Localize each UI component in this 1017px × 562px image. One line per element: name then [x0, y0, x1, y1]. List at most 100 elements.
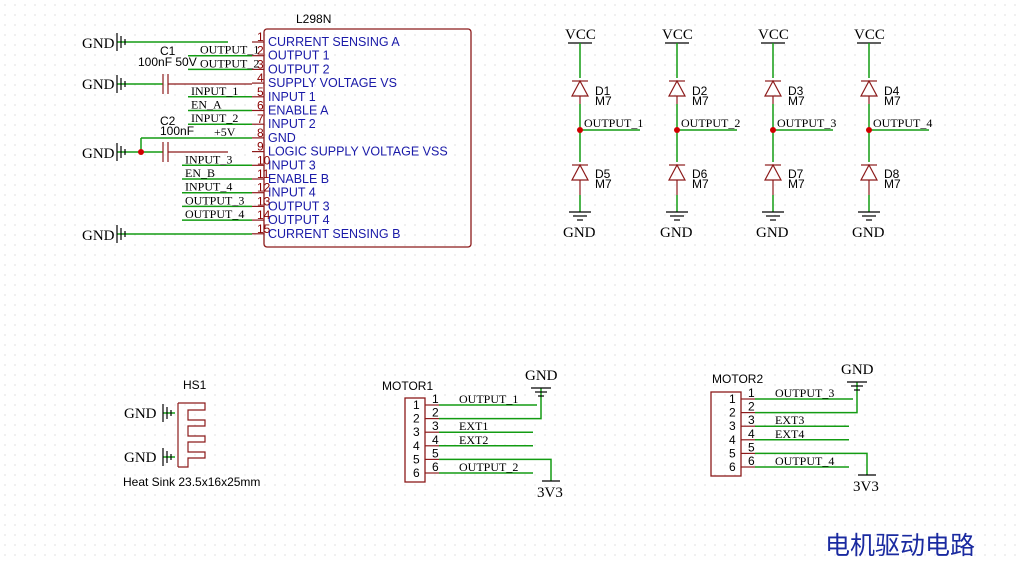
l298n-pin-number: 2 — [257, 44, 264, 58]
diode-symbol — [668, 163, 686, 181]
net-label: INPUT_2 — [191, 111, 238, 125]
c2-value: 100nF — [160, 124, 194, 138]
l298n-pin-name: OUTPUT 2 — [268, 62, 330, 76]
gnd-label: GND — [563, 225, 596, 241]
connector-pin-number: 2 — [748, 400, 755, 414]
diode-symbol — [764, 79, 782, 97]
l298n-pin-number: 1 — [257, 30, 264, 44]
connector-pin-label: 1 — [729, 392, 736, 406]
l298n-pin-number: 7 — [257, 112, 264, 126]
connector-pin-label: 5 — [413, 452, 420, 466]
net-label: EXT1 — [459, 419, 488, 433]
l298n-pin-name: INPUT 2 — [268, 117, 316, 131]
l298n-pin-name: OUTPUT 3 — [268, 199, 330, 213]
l298n-pin-name: SUPPLY VOLTAGE VS — [268, 76, 397, 90]
3v3-label: 3V3 — [537, 485, 563, 501]
l298n-pin-name: OUTPUT 4 — [268, 213, 330, 227]
junction-dot — [674, 127, 680, 133]
connector-pin-number: 3 — [748, 413, 755, 427]
l298n-pin-number: 12 — [257, 181, 271, 195]
junction-dot — [138, 149, 144, 155]
diode-model: M7 — [692, 177, 709, 191]
diode-ref: D6 — [692, 167, 708, 181]
l298n-pin-number: 15 — [257, 222, 271, 236]
diode-ref: D5 — [595, 167, 611, 181]
connector-pin-number: 5 — [748, 440, 755, 454]
connector-pin-label: 4 — [729, 433, 736, 447]
motor2-body — [710, 391, 742, 477]
gnd-label-pin15: GND — [82, 228, 115, 244]
gnd-label: GND — [841, 362, 874, 378]
l298n-pin-name: ENABLE A — [268, 104, 329, 118]
gnd-label: GND — [852, 225, 885, 241]
net-label: EXT2 — [459, 433, 488, 447]
connector-pin-label: 3 — [729, 419, 736, 433]
connector-pin-label: 1 — [413, 398, 420, 412]
connector-pin-number: 4 — [748, 427, 755, 441]
vcc-label: VCC — [758, 27, 789, 43]
l298n-pin-number: 6 — [257, 99, 264, 113]
connector-pin-label: 2 — [729, 406, 736, 420]
l298n-pin-number: 11 — [257, 167, 270, 181]
l298n-left-wiring: GND C1 100nF 50V GND C2 100nF GND GND — [82, 33, 252, 244]
net-label: OUTPUT_3 — [777, 116, 836, 130]
diode-ref: D4 — [884, 84, 900, 98]
hs1-designator: HS1 — [183, 378, 207, 392]
diode-model: M7 — [595, 94, 612, 108]
c1-value: 100nF 50V — [138, 55, 197, 69]
heatsink-hs1[interactable]: HS1 GND GND Heat Sink 23.5x16x25mm — [123, 378, 260, 489]
l298n-pin-name: OUTPUT 1 — [268, 49, 330, 63]
net-label: EXT4 — [775, 427, 804, 441]
connector-pin-number: 6 — [748, 454, 755, 468]
diode-symbol — [571, 163, 589, 181]
l298n-pin-name: INPUT 3 — [268, 158, 316, 172]
diode-symbol — [764, 163, 782, 181]
net-label-5v: +5V — [214, 125, 236, 139]
connector-pin-number: 6 — [432, 460, 439, 474]
connector-pin-label: 2 — [413, 412, 420, 426]
gnd-label-c1: GND — [82, 77, 115, 93]
net-label: OUTPUT_2 — [681, 116, 740, 130]
l298n-pin-name: INPUT 1 — [268, 90, 316, 104]
diode-symbol — [571, 79, 589, 97]
l298n-pin-number: 13 — [257, 194, 271, 208]
motor1-body — [404, 397, 426, 483]
gnd-label-pin1: GND — [82, 36, 115, 52]
net-label: OUTPUT_2 — [459, 460, 518, 474]
vcc-label: VCC — [662, 27, 693, 43]
diode-model: M7 — [692, 94, 709, 108]
connector-pin-label: 4 — [413, 439, 420, 453]
net-label: OUTPUT_4 — [873, 116, 932, 130]
net-label: OUTPUT_1 — [200, 43, 259, 57]
net-label: OUTPUT_3 — [185, 193, 244, 207]
heatsink-body — [177, 402, 206, 468]
motor1-designator: MOTOR1 — [382, 379, 433, 393]
connector-pin-number: 1 — [432, 392, 439, 406]
l298n-pin-number: 3 — [257, 57, 264, 71]
gnd-label: GND — [660, 225, 693, 241]
l298n-designator: L298N — [296, 12, 331, 26]
diode-symbol — [668, 79, 686, 97]
diode-ref: D2 — [692, 84, 708, 98]
connector-pin-number: 4 — [432, 433, 439, 447]
net-label: OUTPUT_1 — [459, 392, 518, 406]
c1-designator: C1 — [160, 44, 176, 58]
l298n-pin-name: LOGIC SUPPLY VOLTAGE VSS — [268, 145, 448, 159]
junction-dot — [770, 127, 776, 133]
diode-model: M7 — [788, 94, 805, 108]
net-label: INPUT_3 — [185, 152, 232, 166]
diagram-title: 电机驱动电路 — [825, 531, 975, 560]
net-label: OUTPUT_4 — [185, 207, 244, 221]
diode-ref: D8 — [884, 167, 900, 181]
l298n-pin-number: 9 — [257, 140, 264, 154]
diode-ref: D7 — [788, 167, 804, 181]
protection-diodes: VCCD1M7OUTPUT_1D5M7GNDVCCD2M7OUTPUT_2D6M… — [563, 27, 932, 241]
gnd-label-c2: GND — [82, 146, 115, 162]
